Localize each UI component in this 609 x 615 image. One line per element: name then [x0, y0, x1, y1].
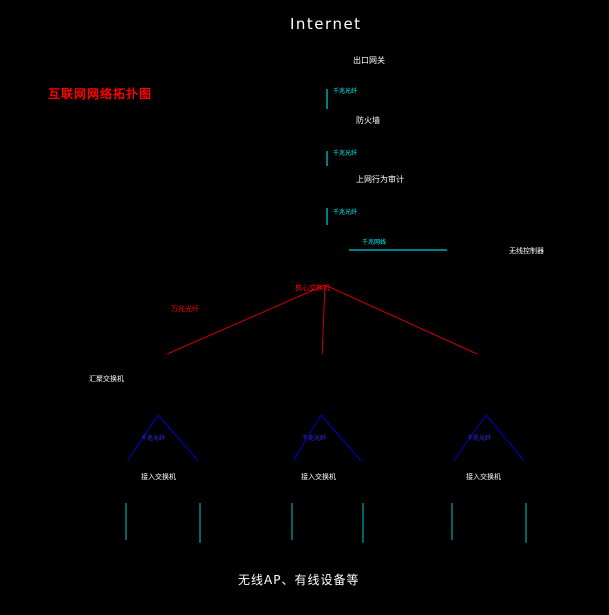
- audit-label: 上网行为审计: [356, 175, 404, 184]
- bottom-note: 无线AP、有线设备等: [238, 573, 360, 587]
- wireless-ap-mid-icon: [274, 540, 310, 569]
- firewall-router-icon: [300, 109, 358, 151]
- link-label-fiber-right: 千兆光纤: [467, 435, 492, 442]
- access-switch-r2-icon: [515, 460, 541, 503]
- audit-router-icon: [300, 166, 358, 208]
- link-agg-access-l2: [157, 414, 201, 464]
- link-agg-access-r2: [485, 414, 527, 464]
- access-switch-l2-icon: [189, 460, 215, 503]
- link-label-cable: 千兆网线: [362, 239, 387, 246]
- link-agg-access-m1: [291, 414, 322, 464]
- access-switch-r1-icon: [440, 460, 466, 503]
- computer-left-icon: [186, 542, 213, 572]
- link-agg-access-l1: [125, 414, 159, 464]
- link-agg-access-m2: [320, 414, 364, 464]
- link-agg-access-r1: [451, 414, 487, 464]
- gateway-label: 出口网关: [353, 56, 385, 65]
- link-label-fiber-1: 千兆光纤: [333, 88, 358, 95]
- link-core-agg-left: [157, 284, 326, 359]
- aggregation-switch-right-icon: [471, 354, 506, 415]
- access-switch-m2-icon: [351, 460, 377, 503]
- access-switch-label-mid: 接入交换机: [301, 473, 336, 481]
- wireless-ap-right-icon: [434, 540, 470, 569]
- access-switch-label-left: 接入交换机: [141, 473, 176, 481]
- link-label-fiber-left: 千兆光纤: [141, 435, 166, 442]
- wireless-controller-label: 无线控制器: [509, 247, 544, 255]
- diagram-title: 互联网网络拓扑图: [48, 87, 153, 101]
- link-core-agg-mid: [321, 284, 326, 359]
- link-label-fiber-mid: 千兆光纤: [302, 435, 327, 442]
- link-label-fiber-2: 千兆光纤: [333, 150, 358, 157]
- link-label-fiber-3: 千兆光纤: [333, 209, 358, 216]
- firewall-label: 防火墙: [356, 116, 380, 125]
- link-label-ten-gig: 万兆光纤: [171, 305, 199, 313]
- aggregation-switch-label: 汇聚交换机: [89, 375, 124, 383]
- computer-mid-icon: [349, 542, 376, 572]
- aggregation-switch-mid-icon: [306, 354, 341, 415]
- wireless-controller-icon: [447, 230, 501, 275]
- access-switch-label-right: 接入交换机: [466, 473, 501, 481]
- access-switch-l1-icon: [114, 460, 140, 503]
- core-switch-icon: [305, 225, 349, 285]
- link-core-agg-right: [324, 284, 487, 359]
- computer-right-icon: [512, 542, 539, 572]
- wireless-ap-left-icon: [108, 540, 144, 569]
- aggregation-switch-left-icon: [143, 354, 178, 415]
- internet-title: Internet: [290, 15, 362, 33]
- gateway-router-icon: [300, 47, 358, 89]
- core-switch-label: 核心交换机: [295, 284, 330, 292]
